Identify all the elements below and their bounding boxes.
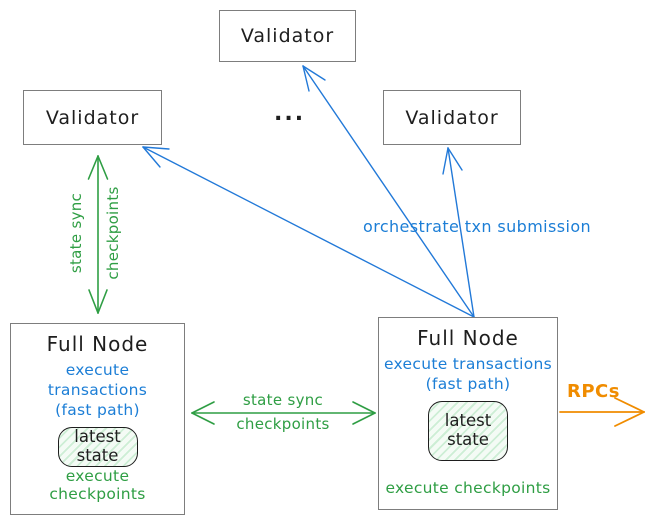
validator-top-label: Validator — [240, 25, 335, 47]
orchestrate-txn-submission-label: orchestrate txn submission — [363, 217, 592, 236]
validator-ellipsis: ... — [274, 101, 306, 126]
validator-left-label: Validator — [45, 106, 140, 129]
full-node-left-checkpoints: execute checkpoints — [49, 467, 146, 504]
state-sync-middle-label-line1: state sync — [242, 391, 324, 409]
edge-state-sync-horizontal-arrow — [191, 401, 376, 425]
validator-left-box: Validator — [23, 90, 162, 145]
validator-right-box: Validator — [383, 90, 521, 145]
full-node-left-fast-path-line1: execute transactions — [47, 361, 148, 400]
full-node-right-box: Full Node execute transactions (fast pat… — [378, 317, 558, 510]
full-node-left-fast-path-line2: (fast path) — [55, 401, 140, 420]
full-node-right-title: Full Node — [417, 326, 519, 350]
full-node-left-latest-state-box: latest state — [57, 427, 138, 468]
full-node-right-checkpoints: execute checkpoints — [385, 479, 551, 497]
validator-top-box: Validator — [219, 10, 356, 62]
state-sync-left-label-line2: checkpoints — [104, 186, 122, 280]
full-node-left-title: Full Node — [46, 332, 149, 356]
full-node-right-fast-path: execute transactions (fast path) — [384, 354, 552, 394]
latest-state-line1: latest — [444, 411, 492, 431]
full-node-right-latest-state-box: latest state — [428, 401, 508, 462]
latest-state-line2: state — [447, 430, 489, 450]
full-node-right-fast-path-line1: execute transactions — [383, 355, 552, 373]
edge-orchestrate-arrows — [142, 65, 475, 318]
edge-state-sync-vertical-arrow — [87, 155, 109, 314]
validator-right-label: Validator — [405, 106, 499, 129]
latest-state-line2: state — [76, 446, 119, 466]
state-sync-middle-label-line2: checkpoints — [236, 415, 330, 433]
full-node-left-box: Full Node execute transactions (fast pat… — [10, 323, 185, 515]
rpcs-label: RPCs — [567, 381, 620, 402]
full-node-left-fast-path: execute transactions (fast path) — [15, 360, 180, 420]
edge-rpcs-arrow — [559, 397, 645, 427]
latest-state-line1: latest — [74, 427, 121, 447]
full-node-right-fast-path-line2: (fast path) — [425, 375, 511, 394]
state-sync-left-label-line1: state sync — [67, 192, 85, 274]
